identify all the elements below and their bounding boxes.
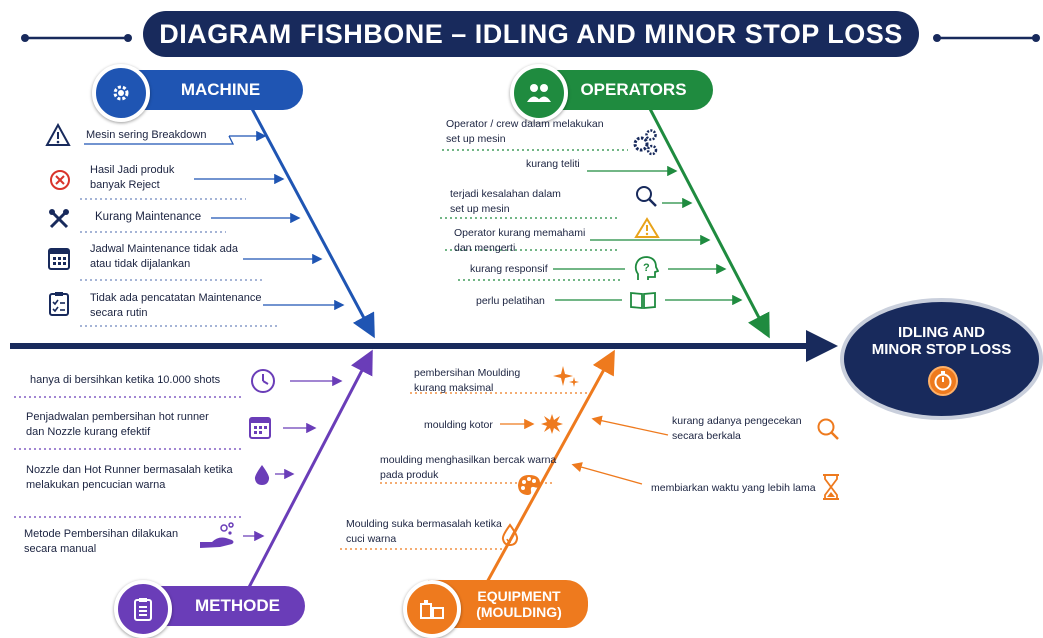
stopwatch-icon [928, 366, 958, 396]
methode-label: METHODE [195, 596, 280, 615]
effect-title-line2: MINOR STOP LOSS [871, 341, 1012, 358]
machine-label: MACHINE [180, 80, 261, 99]
equipment-right-cause-2: membiarkan waktu yang lebih lama [651, 482, 816, 494]
x-circle-icon [48, 168, 72, 192]
machine-cause-1: Mesin sering Breakdown [86, 129, 207, 141]
calendar-icon [46, 244, 72, 272]
tools-icon [46, 206, 72, 232]
machine-cause-4: Jadwal Maintenance tidak ada atau tidak … [90, 243, 238, 270]
title-decoration [21, 34, 1040, 42]
methode-branches [14, 375, 343, 542]
methode-cause-3: Nozzle dan Hot Runner bermasalah ketika … [26, 464, 233, 491]
operators-cause-1: Operator / crew dalam melakukan set up m… [446, 118, 604, 145]
washing-hand-icon [198, 520, 238, 552]
operators-cause-6: perlu pelatihan [476, 295, 545, 307]
effect-head: IDLING AND MINOR STOP LOSS [840, 298, 1043, 420]
operators-branches [440, 149, 743, 306]
splat-icon [538, 410, 566, 438]
question-head-icon: ? [632, 253, 660, 283]
equipment-cause-1: pembersihan Moulding kurang maksimal [414, 367, 521, 394]
machine-branches [80, 130, 345, 327]
people-icon [510, 64, 568, 122]
operators-cause-4: Operator kurang memahami dan mengerti [454, 227, 586, 254]
diagram-title: DIAGRAM FISHBONE – IDLING AND MINOR STOP… [143, 11, 919, 57]
clock-icon [248, 366, 278, 396]
machine-cause-2: Hasil Jadi produk banyak Reject [90, 164, 175, 191]
machine-bone [248, 104, 375, 339]
drop-icon [252, 462, 272, 488]
operators-cause-5: kurang responsif [470, 263, 548, 275]
magnifier-icon [632, 182, 660, 210]
drop-icon [500, 522, 520, 548]
magnifier-icon [814, 414, 842, 444]
spine [10, 330, 838, 362]
methode-bone [243, 349, 373, 596]
equipment-cause-4: Moulding suka bermasalah ketika cuci war… [346, 518, 502, 545]
machine-cause-3: Kurang Maintenance [95, 211, 202, 223]
svg-text:?: ? [643, 262, 650, 274]
equipment-cause-3: moulding menghasilkan bercak warna pada … [380, 454, 557, 481]
machine-cause-5: Tidak ada pencatatan Maintenance secara … [90, 292, 262, 319]
methode-cause-2: Penjadwalan pembersihan hot runner dan N… [26, 411, 209, 438]
warning-icon [633, 216, 661, 240]
palette-icon [515, 472, 543, 498]
methode-cause-1: hanya di bersihkan ketika 10.000 shots [30, 374, 221, 386]
equipment-label: EQUIPMENT (MOULDING) [476, 588, 562, 620]
operators-cause-2: kurang teliti [526, 158, 580, 170]
hourglass-icon [820, 472, 842, 502]
methode-cause-4: Metode Pembersihan dilakukan secara manu… [24, 528, 179, 555]
effect-title-line1: IDLING AND [898, 324, 985, 341]
calendar-icon [246, 413, 274, 441]
book-icon [628, 289, 658, 311]
operators-label: OPERATORS [580, 80, 687, 99]
machine-icon [403, 580, 461, 638]
operators-cause-3: terjadi kesalahan dalam set up mesin [450, 188, 561, 215]
operators-bone [646, 104, 770, 339]
warning-icon [44, 122, 72, 148]
gear-icon [92, 64, 150, 122]
checklist-icon [46, 290, 72, 318]
equipment-cause-2: moulding kotor [424, 419, 493, 431]
sparkle-icon [552, 362, 582, 392]
gears-icon [630, 127, 660, 157]
clipboard-icon [114, 580, 172, 638]
equipment-right-cause-1: kurang adanya pengecekan secara berkala [672, 415, 802, 442]
equipment-bone [478, 349, 615, 596]
